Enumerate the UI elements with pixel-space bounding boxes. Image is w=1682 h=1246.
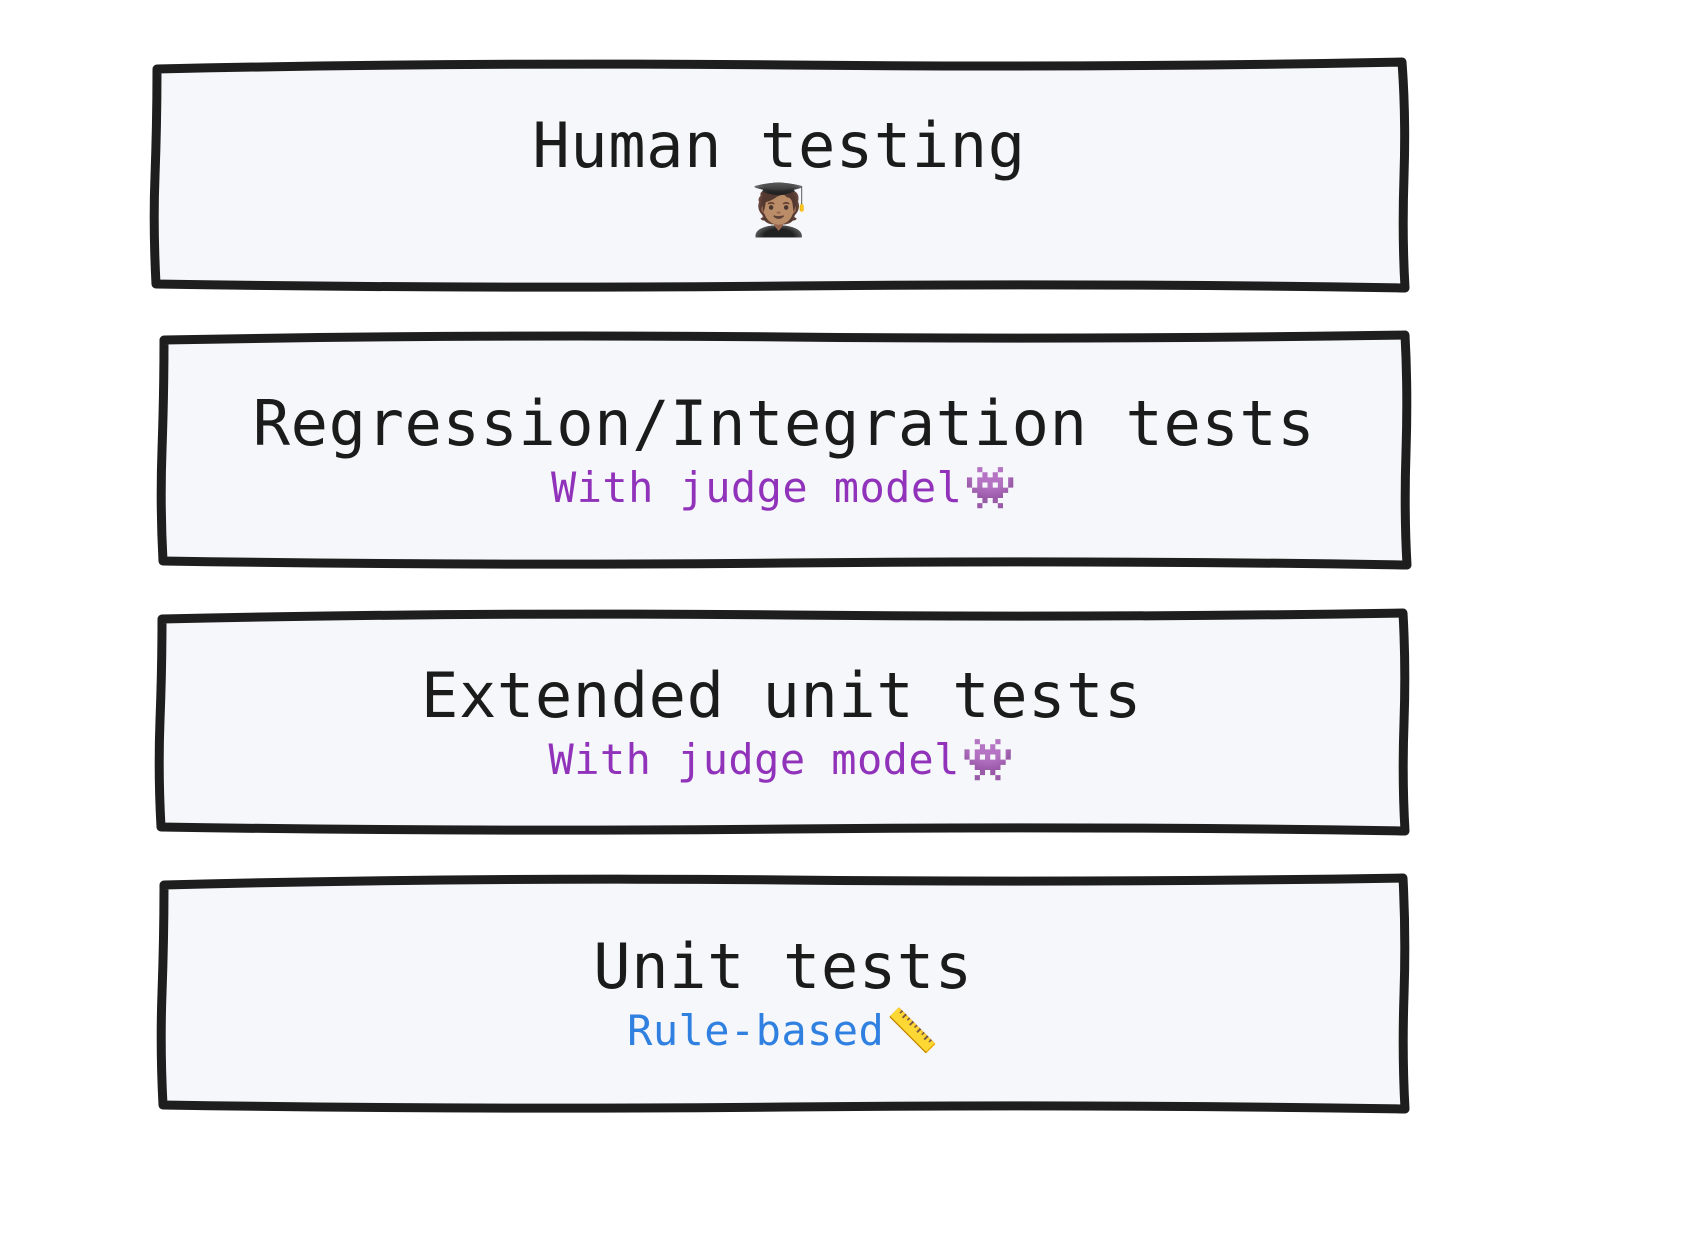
pyramid-tier-extended-unit-tests: Extended unit tests With judge model 👾 [153,608,1410,837]
alien-monster-icon: 👾 [964,462,1018,512]
tier-subtitle-row: Rule-based 📏 [627,1010,939,1052]
tier-title: Unit tests [593,930,973,1003]
tier-subtitle-row: With judge model 👾 [550,462,1018,512]
tier-subtitle-row: With judge model 👾 [548,734,1015,784]
pyramid-tier-unit-tests: Unit tests Rule-based 📏 [156,873,1410,1115]
tier-content: Unit tests Rule-based 📏 [156,936,1410,1052]
ruler-icon: 📏 [886,1006,939,1055]
tier-subtitle: Rule-based [627,1006,885,1055]
tier-title: Human testing [532,109,1026,182]
pyramid-tier-human-testing: Human testing 🧑🏽‍🎓 [148,56,1410,294]
alien-monster-icon: 👾 [961,734,1015,784]
student-icon: 🧑🏽‍🎓 [747,181,811,239]
tier-content: Human testing 🧑🏽‍🎓 [148,109,1410,239]
tier-content: Regression/Integration tests With judge … [156,386,1412,512]
tier-title: Regression/Integration tests [252,386,1316,460]
tier-subtitle: With judge model [550,462,963,512]
tier-title: Extended unit tests [421,658,1142,732]
tier-subtitle: With judge model [548,734,960,784]
pyramid-tier-regression-integration-tests: Regression/Integration tests With judge … [156,330,1412,571]
tier-content: Extended unit tests With judge model 👾 [153,658,1410,784]
